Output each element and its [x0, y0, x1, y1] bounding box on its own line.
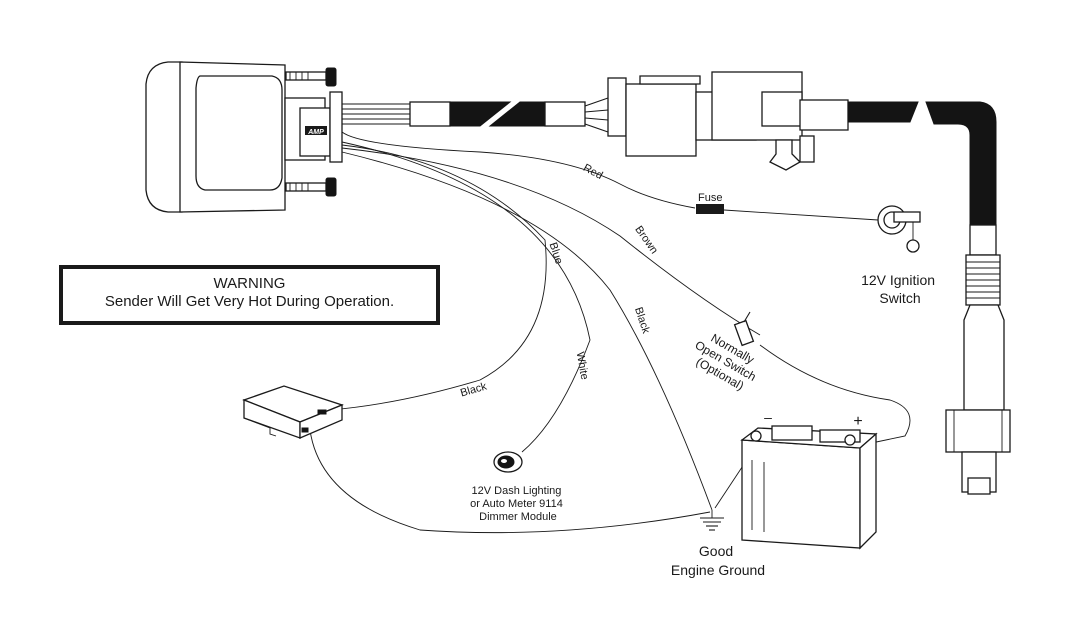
ignition-switch-label: 12V Ignition Switch	[861, 272, 939, 306]
wire-labels: Red Brown Blue Black White Black Fuse	[459, 162, 722, 400]
sender	[945, 224, 1011, 495]
warning-text: Sender Will Get Very Hot During Operatio…	[104, 293, 395, 310]
wire-label-black-upper: Black	[632, 306, 652, 336]
harness	[342, 71, 997, 226]
battery-icon	[740, 425, 878, 550]
wires	[309, 131, 911, 534]
ground-icon	[700, 510, 724, 531]
warning-title: WARNING	[213, 275, 286, 292]
toggle-switch-icon	[733, 311, 755, 347]
dimmer-box	[242, 385, 344, 439]
wire-label-red: Red	[581, 162, 604, 182]
gauge: AMP	[145, 61, 343, 213]
warning-box: WARNING Sender Will Get Very Hot During …	[59, 265, 440, 325]
dash-lighting-label: 12V Dash Lighting or Auto Meter 9114 Dim…	[470, 485, 566, 523]
dash-light-icon	[493, 451, 523, 473]
gauge-badge: AMP	[307, 129, 324, 136]
battery-negative-label: –	[764, 409, 772, 425]
ignition-switch-icon	[877, 205, 921, 253]
ground-label: Good Engine Ground	[671, 543, 765, 578]
wire-label-black-lower: Black	[459, 380, 489, 399]
wire-label-white: White	[574, 351, 591, 381]
wire-label-brown: Brown	[632, 224, 660, 256]
fuse-label: Fuse	[698, 192, 722, 204]
fuse	[696, 204, 724, 214]
battery-positive-label: +	[853, 413, 862, 430]
optional-switch-label: Normally Open Switch (Optional)	[686, 326, 769, 398]
wire-label-blue: Blue	[547, 241, 565, 266]
